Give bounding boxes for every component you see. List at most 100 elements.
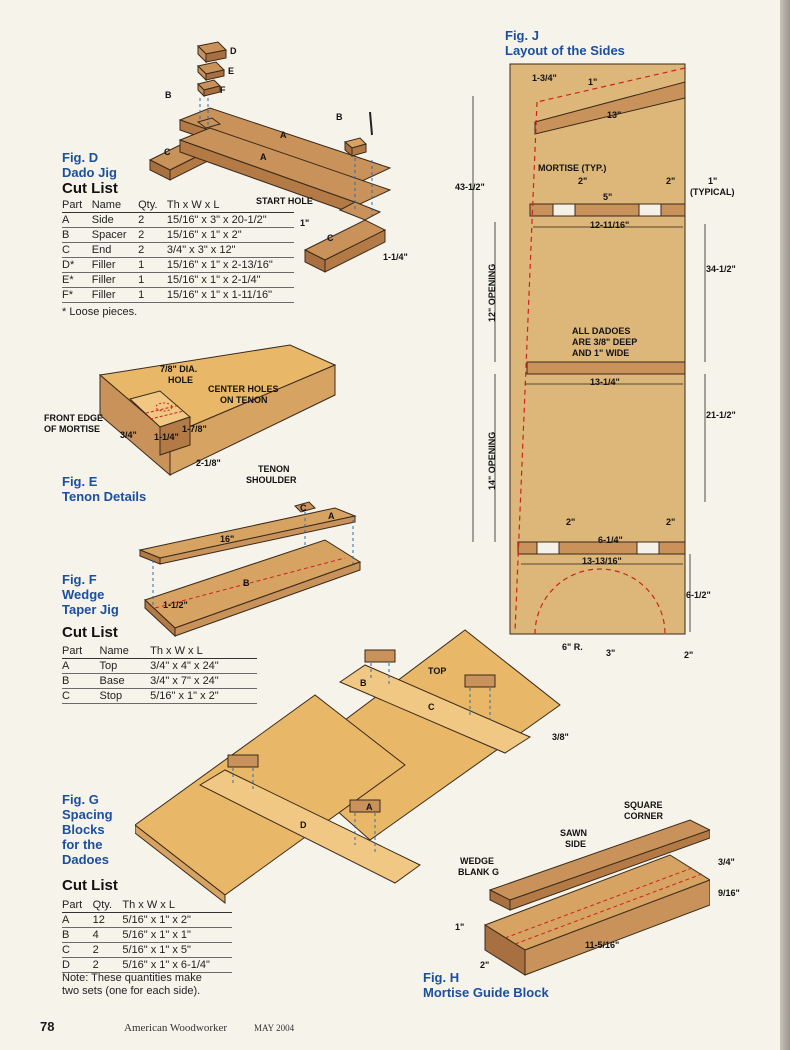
label-dadoes-wide: AND 1" WIDE <box>572 348 630 358</box>
label-dim-34-1-2: 34-1/2" <box>706 264 736 274</box>
footer-issue: MAY 2004 <box>254 1023 295 1033</box>
fig-d-header-cell: Th x W x L <box>166 199 220 211</box>
fig-d-cell: D* <box>62 259 75 271</box>
fig-f-cell: C <box>62 690 70 702</box>
fig-e-title: Fig. E Tenon Details <box>62 474 147 504</box>
fig-d-cell: 2 <box>138 229 145 241</box>
fig-d-cell: 2 <box>138 214 145 226</box>
label-a-back: A <box>280 130 287 140</box>
label-wedge: WEDGE <box>460 856 495 866</box>
fig-g-cut-list-title: Cut List <box>62 877 118 894</box>
fig-g-cell: 2 <box>92 959 99 971</box>
fig-d-header-cell: Name <box>91 199 122 211</box>
label-14-opening: 14" OPENING <box>487 431 497 490</box>
fig-f-cut-list-title: Cut List <box>62 624 118 641</box>
label-c-left: C <box>164 147 171 157</box>
label-dadoes-deep: ARE 3/8" DEEP <box>572 337 638 347</box>
label-b: B <box>360 678 367 688</box>
fig-g-cell: C <box>62 944 70 956</box>
label-tenon: TENON <box>258 464 290 474</box>
label-center-holes: CENTER HOLES <box>208 384 279 394</box>
label-mortise-typ: MORTISE (TYP.) <box>538 163 607 173</box>
label-dim-2-b: 2" <box>666 176 676 186</box>
fig-f-cell: B <box>62 675 70 687</box>
fig-g-cell: B <box>62 929 70 941</box>
fig-d-cell: E* <box>62 274 74 286</box>
label-a-front: A <box>260 152 267 162</box>
label-dim-3: 3" <box>606 648 616 658</box>
label-dim-6-1-2: 6-1/2" <box>686 590 711 600</box>
fig-j-title: Fig. J Layout of the Sides <box>505 28 625 58</box>
label-hole: HOLE <box>168 375 194 385</box>
label-b: B <box>243 578 250 588</box>
fig-f-cell: A <box>62 660 70 672</box>
label-dim-2-e: 2" <box>684 650 694 660</box>
label-dim-13-1-4: 13-1/4" <box>590 377 620 387</box>
fig-d-cell: Filler <box>91 274 116 286</box>
label-12-opening: 12" OPENING <box>487 263 497 322</box>
fig-f-cell: 3/4" x 7" x 24" <box>150 675 219 687</box>
label-a: A <box>366 802 373 812</box>
fig-d-note: * Loose pieces. <box>62 306 138 318</box>
fig-g-cell: 12 <box>92 914 105 926</box>
fig-d-cell: Filler <box>91 289 116 301</box>
label-a: A <box>328 511 335 521</box>
dado-jig-illustration <box>148 41 392 273</box>
fig-d-cell: 2 <box>138 244 145 256</box>
sides-layout-illustration <box>472 63 706 635</box>
label-dim-13-13-16: 13-13/16" <box>582 556 622 566</box>
label-corner: CORNER <box>624 811 664 821</box>
fig-d-cell: 3/4" x 3" x 12" <box>166 244 236 256</box>
page-number: 78 <box>40 1019 55 1034</box>
fig-d-cell: 15/16" x 3" x 20-1/2" <box>166 214 267 226</box>
fig-g-header-cell: Part <box>62 899 83 911</box>
fig-g-cell: 5/16" x 1" x 2" <box>122 914 191 926</box>
fig-d-cell: 1 <box>138 259 145 271</box>
label-side: SIDE <box>565 839 587 849</box>
fig-d-cell: 15/16" x 1" x 2-13/16" <box>166 259 273 271</box>
fig-d-cell: Spacer <box>91 229 127 241</box>
fig-d-title: Fig. D Dado Jig <box>62 150 117 180</box>
fig-d-cell: End <box>91 244 112 256</box>
fig-d-header-cell: Part <box>62 199 83 211</box>
mortise-guide-block-illustration <box>483 819 710 976</box>
fig-g-cell: 5/16" x 1" x 1" <box>122 929 191 941</box>
label-dim-1-3-4: 1-3/4" <box>532 73 557 83</box>
label-blank-g: BLANK G <box>458 867 499 877</box>
fig-d-cell: 1 <box>138 274 145 286</box>
label-dim-3-4: 3/4" <box>718 857 735 867</box>
fig-f-header-cell: Part <box>62 645 83 657</box>
fig-d-cell: B <box>62 229 70 241</box>
label-top: TOP <box>428 666 447 676</box>
label-dim-1-1-2: 1-1/2" <box>163 600 188 610</box>
fig-d-cut-list-title: Cut List <box>62 180 118 197</box>
fig-f-header-cell: Name <box>99 645 129 657</box>
footer-magazine: American Woodworker <box>124 1022 228 1034</box>
label-dia: 7/8" DIA. <box>160 364 198 374</box>
label-c: C <box>428 702 435 712</box>
label-dim-2-a: 2" <box>578 176 588 186</box>
fig-d-header-cell: Qty. <box>138 199 158 211</box>
label-dim-16: 16" <box>220 534 235 544</box>
fig-f-cell: 3/4" x 4" x 24" <box>150 660 219 672</box>
label-front-edge: FRONT EDGE <box>44 413 104 423</box>
label-dim-5: 5" <box>603 192 613 202</box>
label-dim-1in: 1" <box>300 218 310 228</box>
label-radius-6: 6" R. <box>562 642 583 652</box>
spacing-blocks-illustration <box>135 629 561 905</box>
label-dim-2-1-8: 2-1/8" <box>196 458 221 468</box>
fig-d-cell: A <box>62 214 70 226</box>
fig-g-note: Note: These quantities make two sets (on… <box>62 972 202 997</box>
label-dim-11-5-16: 11-5/16" <box>585 940 620 950</box>
fig-f-cell: Top <box>99 660 118 672</box>
